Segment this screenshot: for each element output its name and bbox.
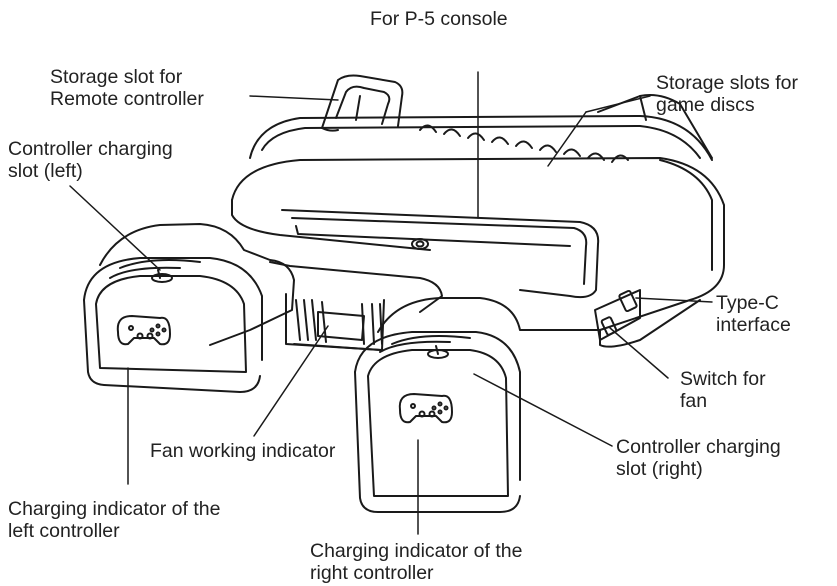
leader-disc-slots-2 <box>547 111 587 167</box>
label-remote-slot: Storage slot for Remote controller <box>50 66 204 110</box>
remote-slot-shape <box>321 74 404 132</box>
label-fan-indicator: Fan working indicator <box>150 440 335 462</box>
leader-charge-right <box>473 373 613 447</box>
right-charging-pod <box>354 297 601 513</box>
label-charge-right: Controller charging slot (right) <box>616 436 781 480</box>
leader-fan-indicator <box>253 325 329 437</box>
leader-charge-left <box>69 185 161 271</box>
label-charge-left-line1: Controller charging <box>8 138 173 160</box>
label-indicator-left: Charging indicator of the left controlle… <box>8 498 220 542</box>
label-remote-slot-line1: Storage slot for <box>50 66 183 88</box>
label-charge-left-line2: slot (left) <box>8 160 83 182</box>
disc-slot-teeth <box>419 94 713 163</box>
label-type-c: Type-C interface <box>716 292 791 336</box>
leader-fan-switch <box>609 327 669 379</box>
label-type-c-line1: Type-C <box>716 292 779 314</box>
label-fan-switch: Switch for fan <box>680 368 766 412</box>
leader-disc-slots <box>585 95 651 113</box>
label-disc-slots-line2: game discs <box>656 94 755 116</box>
label-disc-slots-line1: Storage slots for <box>656 72 798 94</box>
label-charge-right-line2: slot (right) <box>616 458 703 480</box>
label-console: For P-5 console <box>370 8 508 30</box>
label-remote-slot-line2: Remote controller <box>50 88 204 110</box>
label-indicator-left-line1: Charging indicator of the <box>8 498 221 520</box>
label-indicator-left-line2: left controller <box>8 520 120 542</box>
leader-lines <box>69 71 713 535</box>
label-fan-indicator-line1: Fan working indicator <box>150 440 336 462</box>
leader-type-c <box>635 297 713 303</box>
label-disc-slots: Storage slots for game discs <box>656 72 798 116</box>
label-charge-right-line1: Controller charging <box>616 436 781 458</box>
label-fan-switch-line2: fan <box>680 390 708 412</box>
label-charge-left: Controller charging slot (left) <box>8 138 173 182</box>
leader-remote-slot <box>249 95 339 101</box>
left-charging-pod <box>83 223 295 393</box>
label-indicator-right: Charging indicator of the right controll… <box>310 540 522 584</box>
console-stand-body <box>231 115 725 348</box>
label-type-c-line2: interface <box>716 314 791 336</box>
label-indicator-right-line1: Charging indicator of the <box>310 540 523 562</box>
label-indicator-right-line2: right controller <box>310 562 434 584</box>
label-console-line1: For P-5 console <box>370 8 508 30</box>
label-fan-switch-line1: Switch for <box>680 368 766 390</box>
